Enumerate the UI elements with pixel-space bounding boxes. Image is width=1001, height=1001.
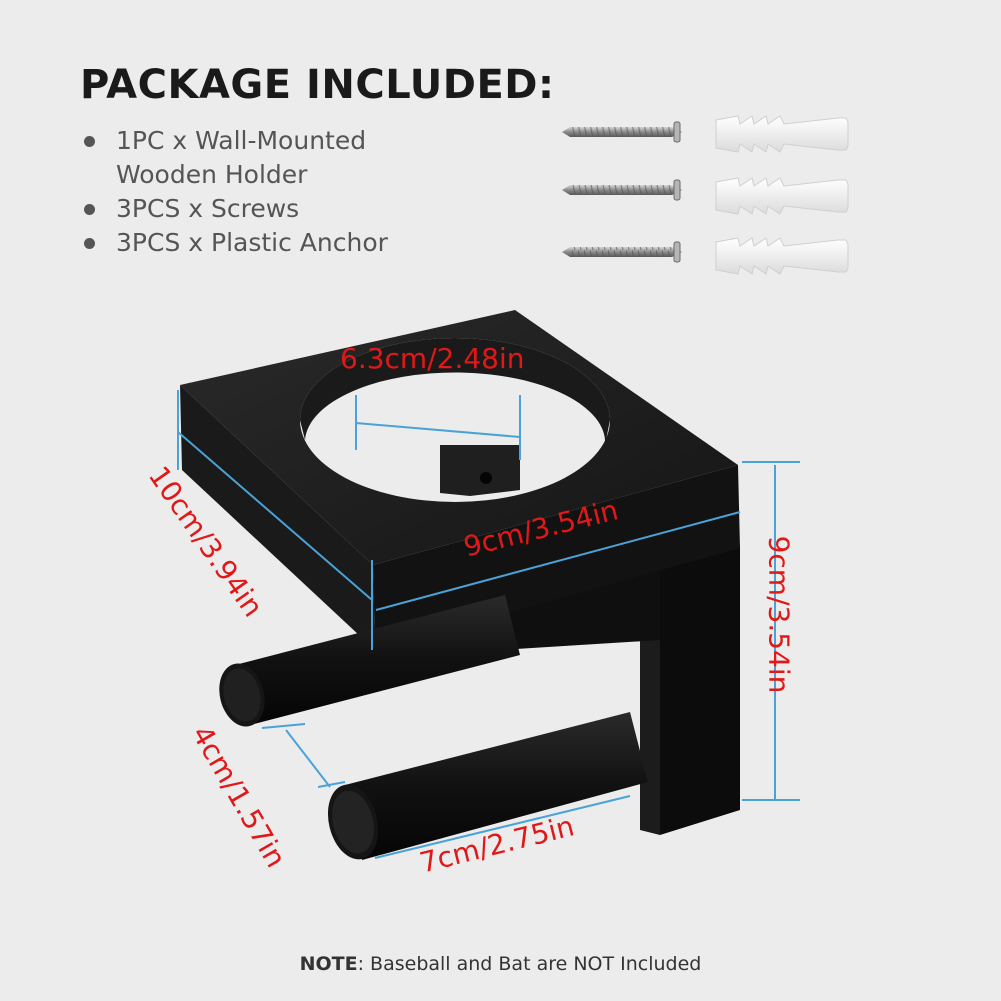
package-list: 1PC x Wall-Mounted Wooden Holder 3PCS x … bbox=[80, 124, 436, 260]
screw-icon bbox=[562, 179, 682, 201]
bullet-icon bbox=[84, 136, 95, 147]
hole-diameter-label: 6.3cm/2.48in bbox=[340, 342, 525, 375]
bullet-icon bbox=[84, 238, 95, 249]
list-item: 3PCS x Plastic Anchor bbox=[80, 226, 436, 260]
item-label-continued: Wooden Holder bbox=[116, 160, 308, 189]
screw-icon bbox=[562, 121, 682, 143]
screw-icon bbox=[562, 241, 682, 263]
list-item: 3PCS x Screws bbox=[80, 192, 436, 226]
wall-plate bbox=[655, 545, 740, 835]
height-label: 9cm/3.54in bbox=[762, 535, 796, 694]
note: NOTE: Baseball and Bat are NOT Included bbox=[0, 953, 1001, 975]
plastic-anchor-icon bbox=[715, 237, 849, 275]
item-label: 3PCS x Plastic Anchor bbox=[116, 228, 388, 257]
note-label: NOTE bbox=[299, 953, 358, 975]
dimension-lines bbox=[177, 390, 800, 859]
page-title: PACKAGE INCLUDED: bbox=[80, 62, 555, 108]
list-item: 1PC x Wall-Mounted Wooden Holder bbox=[80, 124, 436, 192]
shelf-front-edge bbox=[373, 465, 740, 650]
plastic-anchor-icon bbox=[715, 177, 849, 215]
bullet-icon bbox=[84, 204, 95, 215]
item-label: 1PC x Wall-Mounted bbox=[116, 126, 367, 155]
item-label: 3PCS x Screws bbox=[116, 194, 300, 223]
plastic-anchor-icon bbox=[715, 115, 849, 153]
hardware-image bbox=[562, 115, 849, 275]
lower-peg bbox=[327, 712, 648, 860]
note-text: : Baseball and Bat are NOT Included bbox=[357, 953, 702, 975]
upper-peg bbox=[219, 595, 520, 727]
